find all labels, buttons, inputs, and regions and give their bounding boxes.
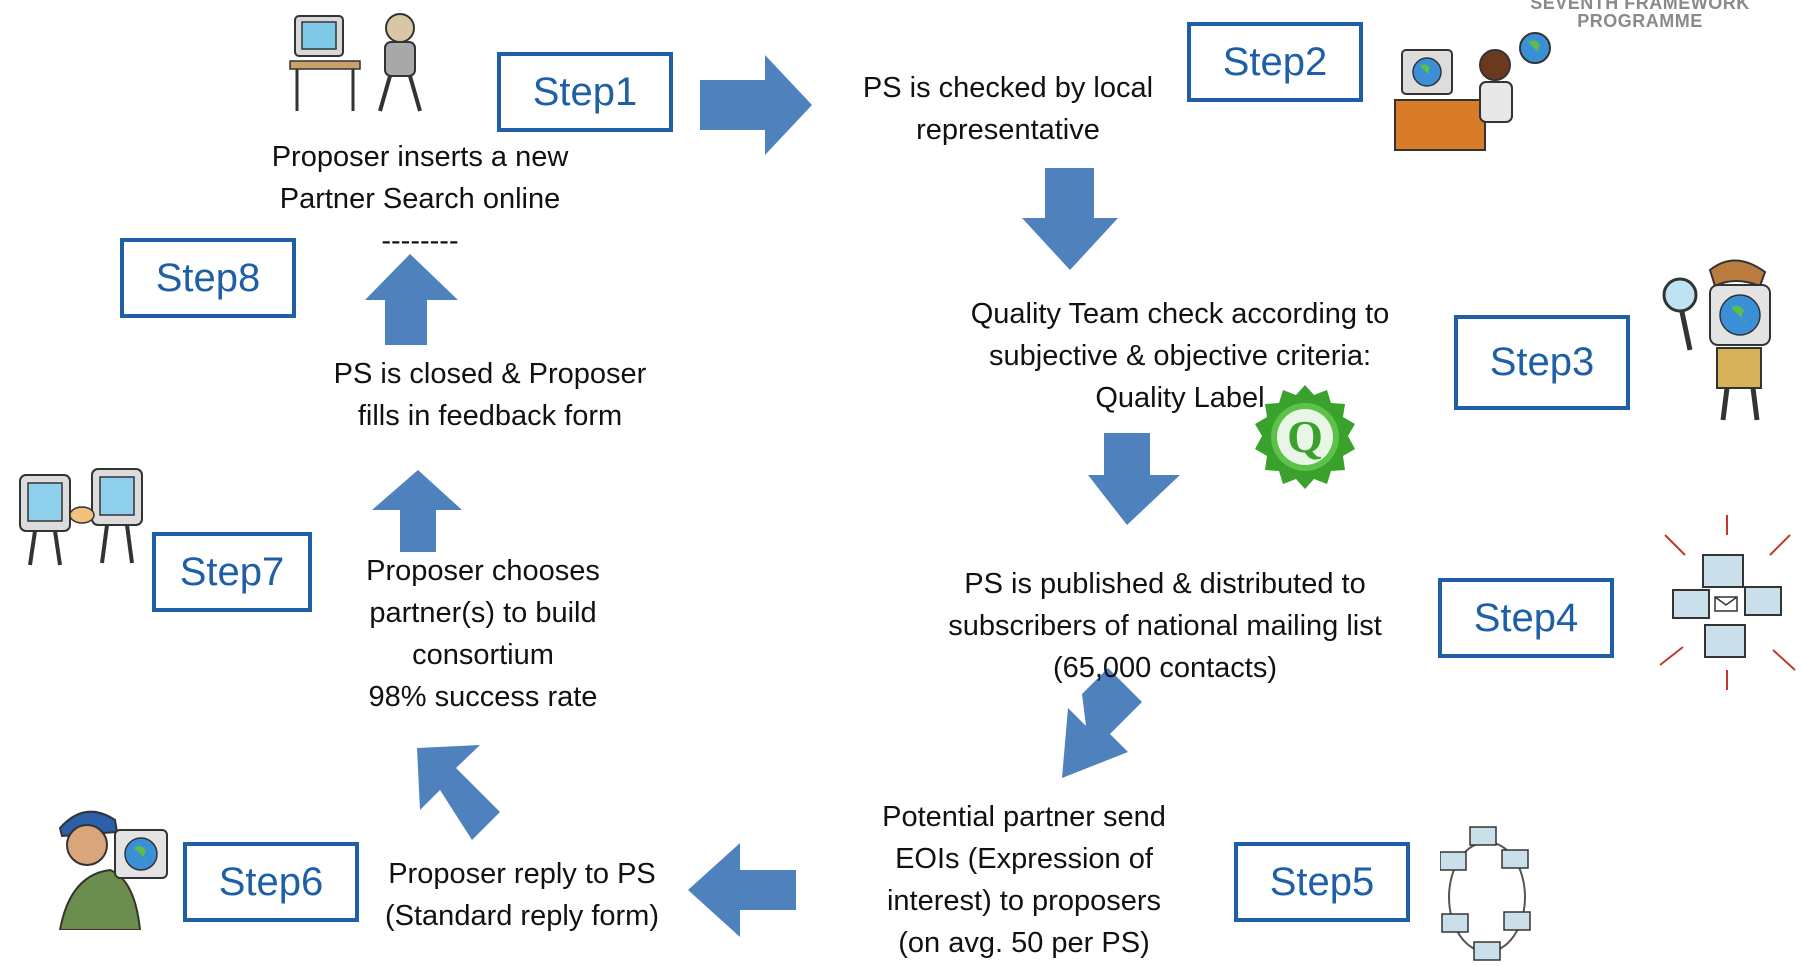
step2-text: PS is checked by local representative (862, 72, 1154, 146)
step8-text: PS is closed & Proposer fills in feedbac… (333, 358, 647, 432)
arrow-step6-to-step7 (417, 745, 500, 840)
arrow-step3-to-step4 (1088, 433, 1180, 525)
step7-text: Proposer chooses partner(s) to build con… (366, 555, 600, 713)
arrow-step1-to-step2 (700, 55, 812, 155)
mail-network-icon (1659, 515, 1796, 690)
step6-box: Step6 (183, 842, 359, 922)
quality-label-badge: Q (1255, 385, 1355, 489)
detective-computer-icon (1662, 259, 1771, 421)
step4-text: PS is published & distributed to subscri… (948, 568, 1382, 684)
step7-box: Step7 (152, 532, 312, 612)
logo-line2: PROGRAMME (1577, 11, 1703, 31)
fp7-logo: SEVENTH FRAMEWORK PROGRAMME (1500, 0, 1780, 30)
step6-text: Proposer reply to PS (Standard reply for… (385, 858, 659, 932)
network-computers-icon (1440, 826, 1531, 961)
arrow-step2-to-step3 (1022, 168, 1118, 270)
step2-box: Step2 (1187, 22, 1363, 102)
step8-box: Step8 (120, 238, 296, 318)
step1-text: Proposer inserts a new Partner Search on… (271, 141, 569, 257)
logo-line1: SEVENTH FRAMEWORK (1530, 0, 1750, 13)
handshake-computers-icon (19, 468, 143, 566)
badge-letter: Q (1287, 411, 1323, 462)
step5-box: Step5 (1234, 842, 1410, 922)
user-computer-icon (58, 810, 168, 930)
computer-user-icon (289, 13, 422, 112)
step5-text: Potential partner send EOIs (Expression … (882, 801, 1166, 959)
arrow-step8-to-step1 (365, 254, 458, 345)
globe-computer-icon (1394, 32, 1551, 151)
arrow-step5-to-step6 (688, 843, 796, 937)
step1-box: Step1 (497, 52, 673, 132)
arrow-step4-to-step5 (1062, 668, 1142, 778)
step3-box: Step3 (1454, 315, 1630, 410)
step4-box: Step4 (1438, 578, 1614, 658)
arrow-step7-to-step8 (372, 470, 462, 552)
step3-text: Quality Team check according to subjecti… (970, 298, 1390, 414)
